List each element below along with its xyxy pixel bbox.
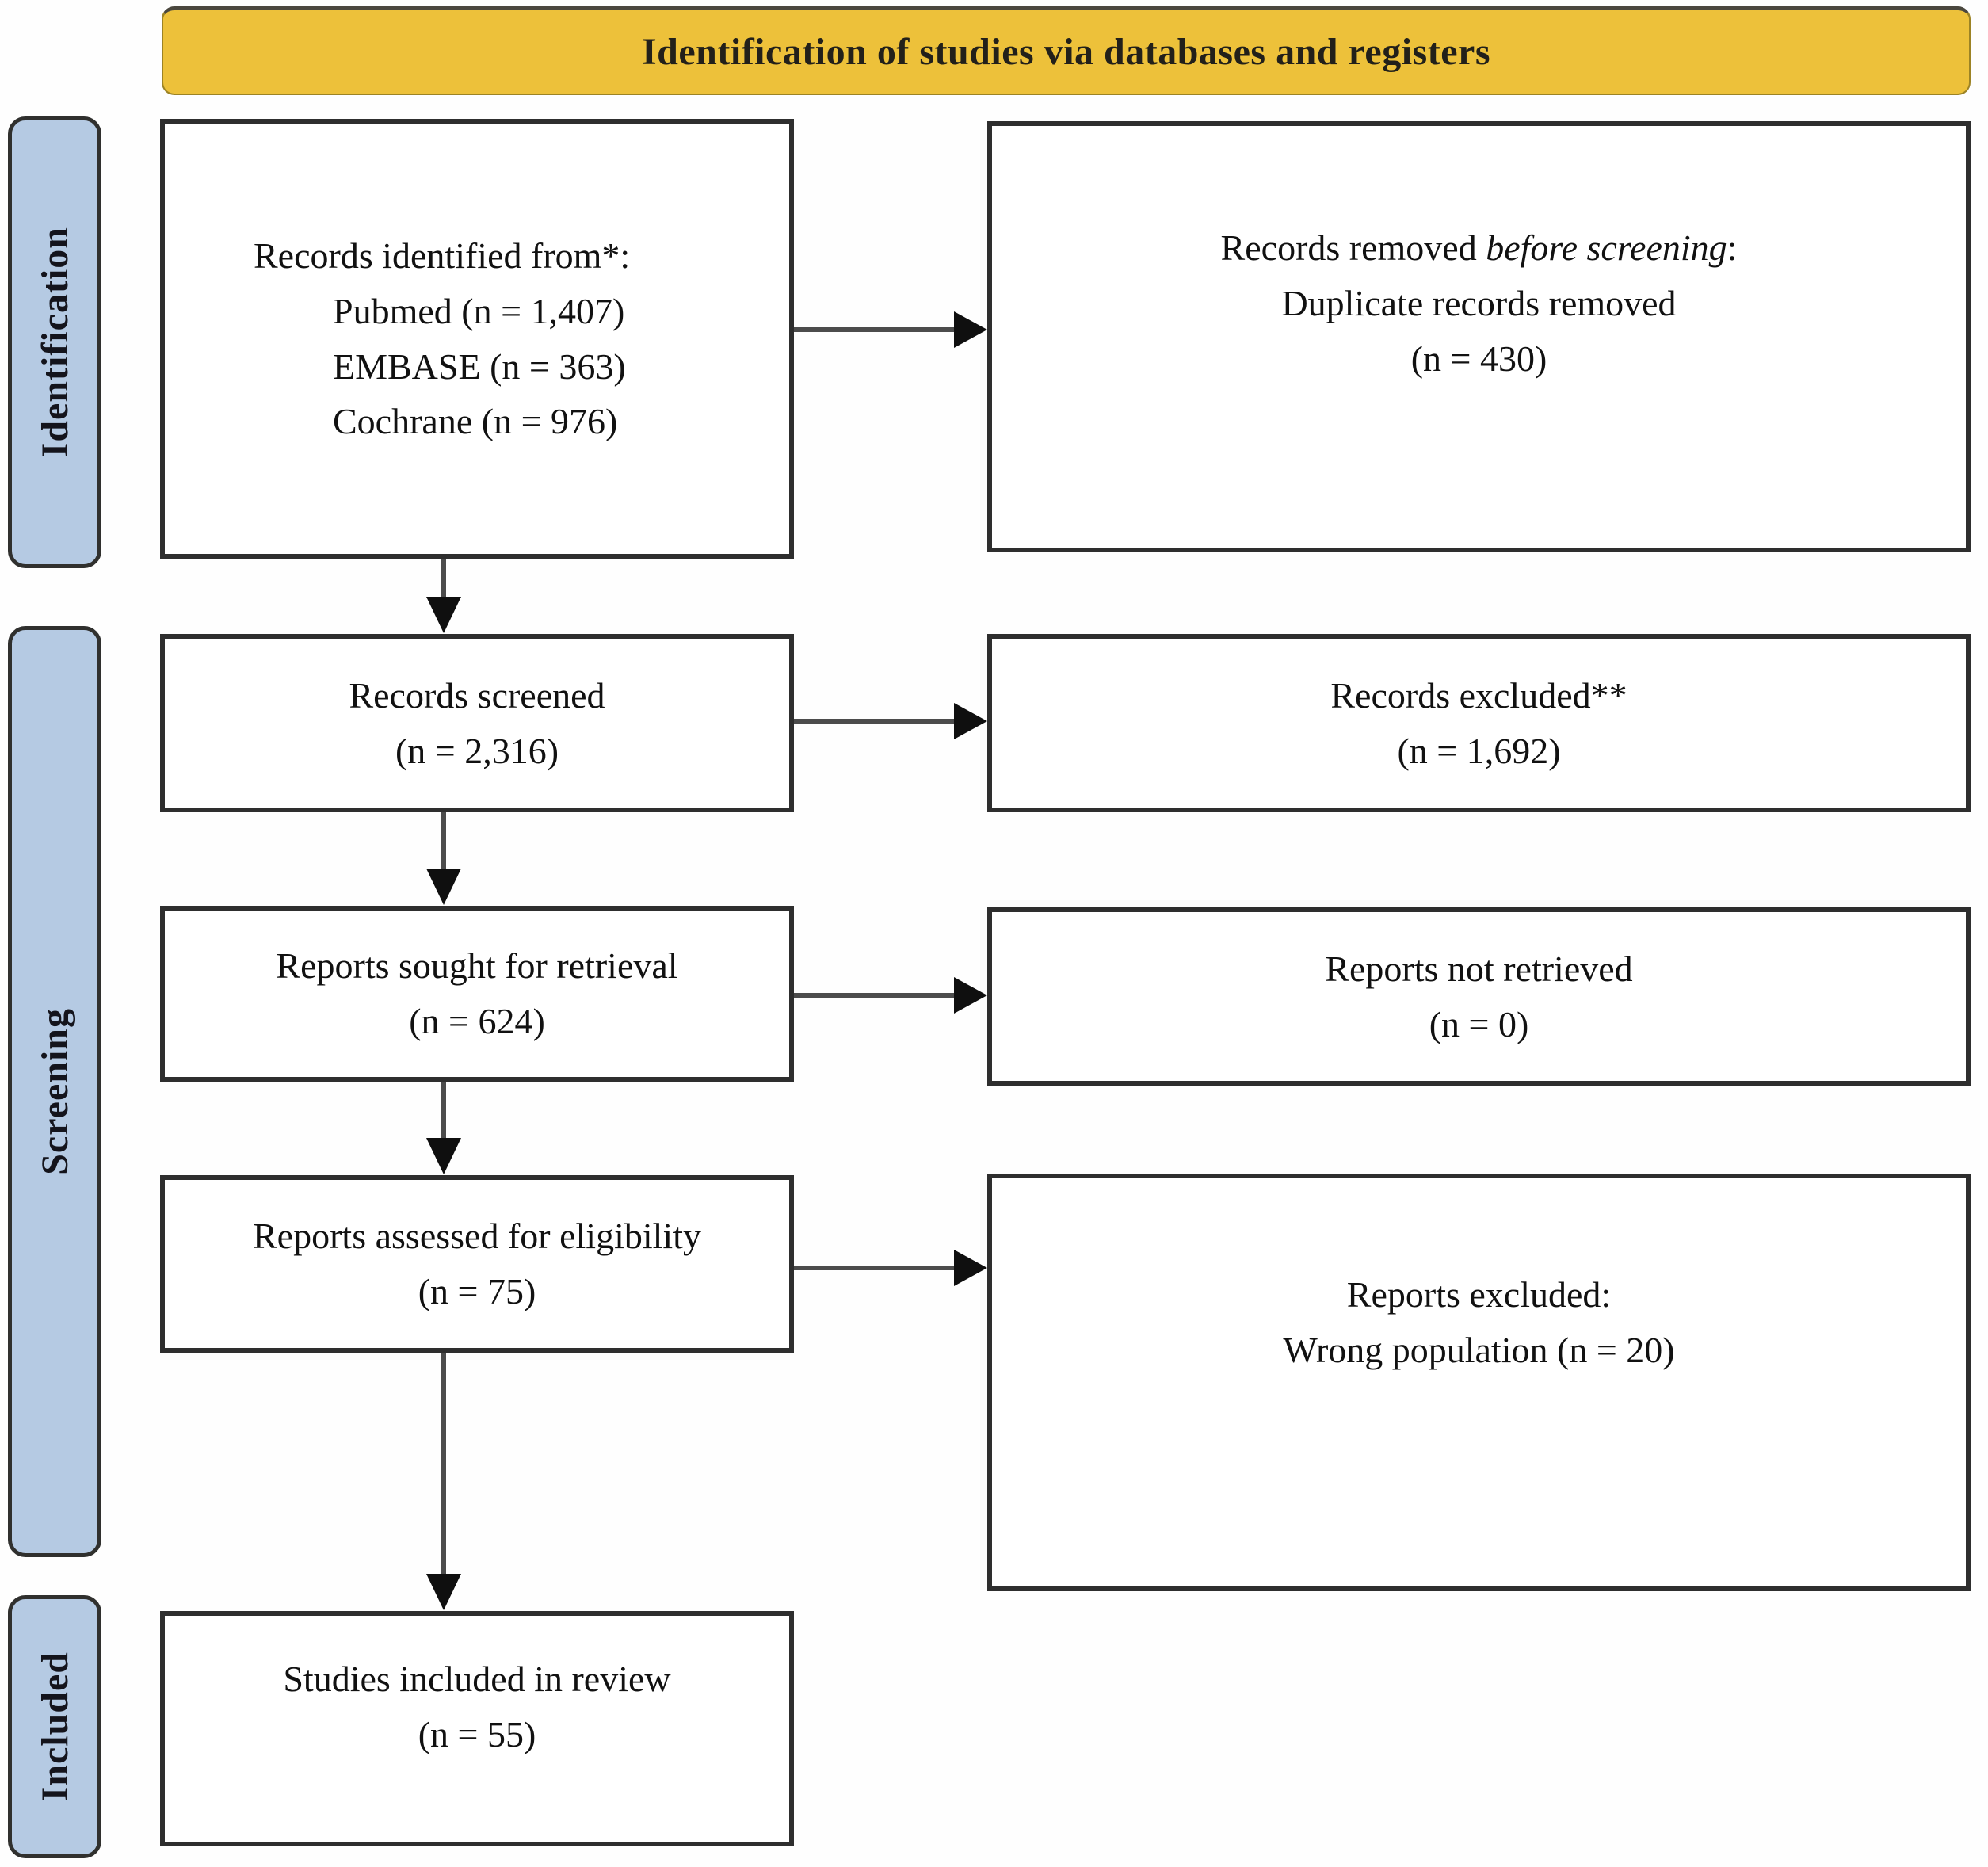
box-records-removed: Records removed before screening: Duplic… bbox=[987, 121, 1971, 552]
arrow-sought-to-assessed-head-icon bbox=[426, 1138, 461, 1174]
arrow-identified-to-screened-line bbox=[441, 559, 446, 601]
reports-excluded-line2: Wrong population (n = 20) bbox=[1283, 1329, 1675, 1370]
records-excluded-title: Records excluded** bbox=[1330, 674, 1627, 716]
records-removed-title: Records removed before screening: bbox=[1221, 220, 1738, 276]
arrow-sought-to-notretrieved-line bbox=[794, 993, 954, 998]
arrow-screened-to-sought-head-icon bbox=[426, 869, 461, 905]
box-reports-excluded: Reports excluded: Wrong population (n = … bbox=[987, 1174, 1971, 1591]
box-records-excluded: Records excluded** (n = 1,692) bbox=[987, 634, 1971, 812]
stage-bar-screening: Screening bbox=[8, 626, 101, 1557]
arrow-sought-to-assessed-line bbox=[441, 1082, 446, 1141]
arrow-identified-to-removed-head-icon bbox=[954, 311, 987, 348]
arrow-sought-to-notretrieved-head-icon bbox=[954, 977, 987, 1014]
reports-assessed-title: Reports assessed for eligibility bbox=[253, 1216, 701, 1257]
records-excluded-count: (n = 1,692) bbox=[1397, 730, 1561, 771]
arrow-screened-to-sought-line bbox=[441, 812, 446, 872]
reports-sought-count: (n = 624) bbox=[409, 1001, 545, 1041]
records-identified-title: Records identified from*: bbox=[254, 235, 631, 276]
studies-included-title: Studies included in review bbox=[283, 1658, 671, 1699]
records-screened-title: Records screened bbox=[349, 674, 605, 716]
records-removed-count: (n = 430) bbox=[1410, 338, 1547, 379]
stage-bar-included: Included bbox=[8, 1595, 101, 1858]
stage-label-screening: Screening bbox=[33, 1008, 76, 1175]
box-reports-sought: Reports sought for retrieval (n = 624) bbox=[160, 906, 794, 1082]
arrow-assessed-to-reportsexcluded-head-icon bbox=[954, 1250, 987, 1286]
arrow-screened-to-excluded-line bbox=[794, 719, 954, 724]
studies-included-count: (n = 55) bbox=[418, 1713, 536, 1754]
box-reports-assessed: Reports assessed for eligibility (n = 75… bbox=[160, 1175, 794, 1353]
records-removed-suffix: : bbox=[1727, 227, 1738, 269]
records-identified-source-embase: EMBASE (n = 363) bbox=[333, 346, 626, 387]
arrow-identified-to-removed-line bbox=[794, 327, 954, 332]
reports-sought-title: Reports sought for retrieval bbox=[276, 945, 678, 987]
records-screened-count: (n = 2,316) bbox=[395, 730, 559, 771]
records-removed-italic: before screening bbox=[1486, 227, 1727, 269]
stage-label-identification: Identification bbox=[33, 227, 76, 458]
stage-label-included: Included bbox=[33, 1651, 76, 1802]
title-banner-label: Identification of studies via databases … bbox=[642, 31, 1490, 73]
box-records-identified: Records identified from*: Pubmed (n = 1,… bbox=[160, 119, 794, 559]
records-identified-source-pubmed: Pubmed (n = 1,407) bbox=[333, 290, 625, 331]
arrow-assessed-to-reportsexcluded-line bbox=[794, 1266, 954, 1270]
records-identified-source-cochrane: Cochrane (n = 976) bbox=[333, 401, 618, 442]
arrow-assessed-to-included-head-icon bbox=[426, 1574, 461, 1610]
arrow-identified-to-screened-head-icon bbox=[426, 597, 461, 633]
reports-excluded-title: Reports excluded: bbox=[1346, 1274, 1612, 1315]
box-reports-not-retrieved: Reports not retrieved (n = 0) bbox=[987, 907, 1971, 1086]
reports-not-retrieved-title: Reports not retrieved bbox=[1325, 948, 1633, 989]
stage-bar-identification: Identification bbox=[8, 116, 101, 568]
title-banner: Identification of studies via databases … bbox=[162, 6, 1971, 95]
box-studies-included: Studies included in review (n = 55) bbox=[160, 1611, 794, 1846]
reports-assessed-count: (n = 75) bbox=[418, 1271, 536, 1311]
records-removed-line2: Duplicate records removed bbox=[1281, 283, 1677, 324]
box-records-screened: Records screened (n = 2,316) bbox=[160, 634, 794, 812]
reports-not-retrieved-count: (n = 0) bbox=[1429, 1003, 1529, 1044]
records-removed-prefix: Records removed bbox=[1220, 227, 1477, 269]
arrow-assessed-to-included-line bbox=[441, 1353, 446, 1577]
arrow-screened-to-excluded-head-icon bbox=[954, 703, 987, 739]
